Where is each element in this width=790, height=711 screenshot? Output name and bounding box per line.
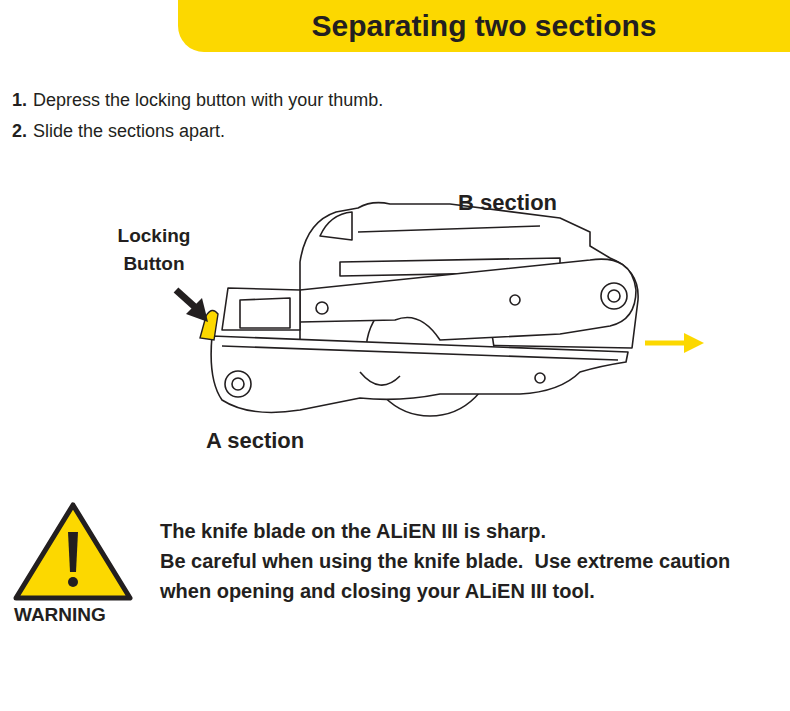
part-label: A section [206, 428, 304, 454]
step-text: Depress the locking button with your thu… [33, 90, 383, 111]
step-number: 2. [12, 121, 27, 142]
step-text: Slide the sections apart. [33, 121, 225, 142]
step-number: 1. [12, 90, 27, 111]
part-label: B section [458, 190, 557, 216]
title: Separating two sections [178, 0, 790, 52]
warning-text: Be careful when using the knife blade. U… [160, 546, 782, 606]
warning-text: The knife blade on the ALiEN III is shar… [160, 516, 546, 546]
part-label: Locking Button [104, 222, 204, 278]
warning-label: WARNING [14, 604, 106, 626]
